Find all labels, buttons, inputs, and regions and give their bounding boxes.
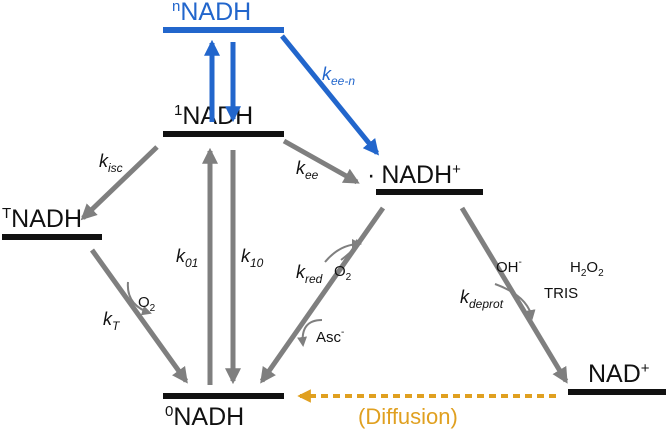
arrow-kred — [259, 206, 386, 384]
state-1NADH-label: 1NADH — [174, 102, 253, 130]
rate-k01: k01 — [176, 246, 198, 270]
arrow-kT — [89, 248, 189, 384]
diffusion-label: (Diffusion) — [358, 404, 458, 429]
curve-o2-triplet — [126, 281, 152, 316]
reagent-oh: OH- — [496, 257, 522, 276]
rate-kT: kT — [103, 309, 121, 333]
curve-o2-red-head — [324, 239, 362, 263]
rate-kee: kee — [296, 158, 319, 182]
state-NADplus-label: NAD+ — [588, 360, 650, 388]
state-nNADH-label: nNADH — [172, 0, 251, 26]
arrow-isc — [80, 145, 159, 221]
reagent-h2o2: H2O2 — [570, 259, 604, 279]
state-0NADH-label: 0NADH — [165, 403, 244, 431]
rate-kred: kred — [296, 262, 323, 286]
curve-deprot — [494, 283, 536, 320]
state-radical-label: ·NADH+ — [367, 161, 461, 189]
reagent-o2-triplet: O2 — [138, 294, 156, 314]
arrow-ee — [282, 138, 360, 185]
state-TNADH-label: TNADH — [2, 205, 82, 233]
reagent-tris: TRIS — [544, 285, 578, 302]
rate-k10: k10 — [241, 246, 264, 270]
rate-kee-n: kee-n — [322, 64, 355, 88]
arrow-n-to-radical — [280, 34, 380, 156]
rate-kdeprot: kdeprot — [460, 287, 504, 311]
rate-kisc: kisc — [99, 151, 123, 175]
curve-asc — [297, 319, 323, 347]
reagent-o2-red: O2 — [334, 263, 352, 283]
arrow-kdeprot — [459, 206, 569, 384]
reagent-asc: Asc- — [316, 327, 344, 346]
